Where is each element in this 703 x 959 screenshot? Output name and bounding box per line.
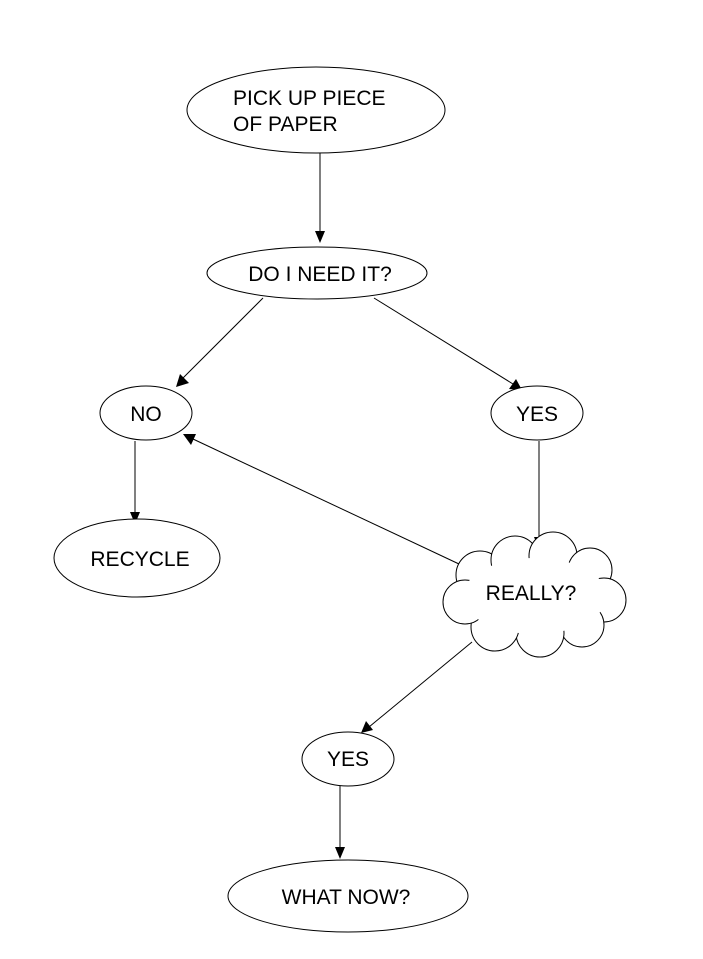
node-recycle-label: RECYCLE <box>90 548 189 571</box>
edge-pickup-to-needit <box>315 153 325 243</box>
node-need-it-shape <box>206 246 428 300</box>
node-recycle-shape <box>53 518 221 598</box>
edge-really-to-yes-second <box>361 641 473 733</box>
edge-yes-second-to-whatnow <box>335 786 345 859</box>
node-yes-second-label: YES <box>327 748 369 771</box>
cloud-shape <box>442 531 627 658</box>
node-yes-second-shape <box>301 731 395 787</box>
node-really-label: REALLY? <box>486 582 577 605</box>
node-what-now-shape <box>227 859 469 933</box>
node-really: REALLY? <box>442 531 627 658</box>
edge-no-to-recycle <box>130 441 140 524</box>
node-pick-up-paper-shape <box>186 66 446 154</box>
edge-needit-to-yes <box>373 297 522 390</box>
edge-yes-to-really <box>534 441 544 549</box>
node-pick-up-paper-line2: OF PAPER <box>233 113 338 136</box>
node-no-shape <box>99 385 193 441</box>
node-recycle: RECYCLE <box>53 518 221 598</box>
node-what-now: WHAT NOW? <box>227 859 469 933</box>
node-what-now-label: WHAT NOW? <box>282 886 411 909</box>
node-pick-up-paper: PICK UP PIECE OF PAPER <box>186 66 446 154</box>
node-need-it-label: DO I NEED IT? <box>248 263 392 286</box>
node-no-label: NO <box>130 403 162 426</box>
edge-really-to-no <box>183 434 460 565</box>
node-yes-first-shape <box>490 385 584 441</box>
node-yes-first-label: YES <box>516 403 558 426</box>
node-need-it: DO I NEED IT? <box>206 246 428 300</box>
edge-needit-to-no <box>176 297 264 387</box>
node-no: NO <box>99 385 193 441</box>
node-yes-second: YES <box>301 731 395 787</box>
node-pick-up-paper-line1: PICK UP PIECE <box>233 87 386 110</box>
node-yes-first: YES <box>490 385 584 441</box>
